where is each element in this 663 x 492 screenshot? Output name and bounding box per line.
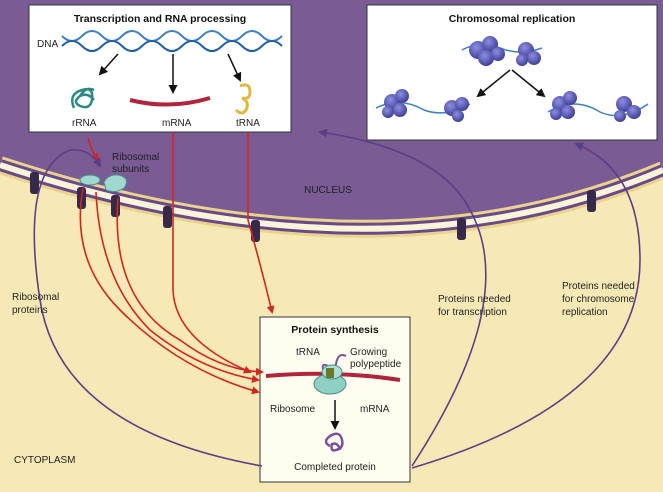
- mrna-molecule-icon: [129, 96, 211, 107]
- dna-helix: [61, 30, 283, 52]
- ribosome-icon: [313, 364, 347, 395]
- completed-protein-label: Completed protein: [294, 462, 376, 473]
- proteins-transcription-label-2: for transcription: [438, 307, 507, 318]
- mrna-label-top: mRNA: [162, 118, 192, 129]
- dna-label: DNA: [37, 39, 58, 50]
- ribosomal-subunits-label-1: Ribosomal: [112, 152, 159, 163]
- ribosome-label: Ribosome: [270, 404, 315, 415]
- mrna-label-inner: mRNA: [360, 404, 390, 415]
- transcription-title: Transcription and RNA processing: [74, 13, 246, 25]
- proteins-replication-label-3: replication: [562, 307, 608, 318]
- replication-box: [366, 4, 658, 141]
- synthesis-title: Protein synthesis: [291, 324, 379, 336]
- cytoplasm-label: CYTOPLASM: [14, 455, 76, 466]
- proteins-transcription-label-1: Proteins needed: [438, 294, 511, 305]
- trna-molecule-icon: [234, 83, 252, 115]
- export-arrows: [79, 132, 275, 395]
- synthesis-box: [259, 316, 411, 483]
- ribosomal-proteins-label-1: Ribosomal: [12, 292, 59, 303]
- trna-label-top: tRNA: [236, 118, 260, 129]
- import-arrows: [33, 128, 641, 469]
- growing-polypeptide-label-1: Growing: [350, 347, 387, 358]
- chromatin-icon: [461, 36, 543, 66]
- completed-protein-icon: [324, 432, 344, 452]
- transcription-box: [28, 4, 292, 133]
- chromatin-left-icon: [375, 89, 471, 122]
- growing-polypeptide-label-2: polypeptide: [350, 359, 402, 370]
- proteins-replication-label-2: for chromosome: [562, 294, 635, 305]
- ribosomal-subunits-icon: [79, 174, 128, 193]
- rrna-label: rRNA: [72, 118, 97, 129]
- trna-label-inner: tRNA: [296, 347, 320, 358]
- ribosomal-proteins-label-2: proteins: [12, 305, 48, 316]
- replication-title: Chromosomal replication: [449, 13, 576, 25]
- rrna-molecule-icon: [71, 87, 95, 109]
- ribosomal-subunits-label-2: subunits: [112, 164, 149, 175]
- nucleus-label: NUCLEUS: [304, 185, 352, 196]
- chromatin-right-icon: [547, 91, 649, 122]
- proteins-replication-label-1: Proteins needed: [562, 281, 635, 292]
